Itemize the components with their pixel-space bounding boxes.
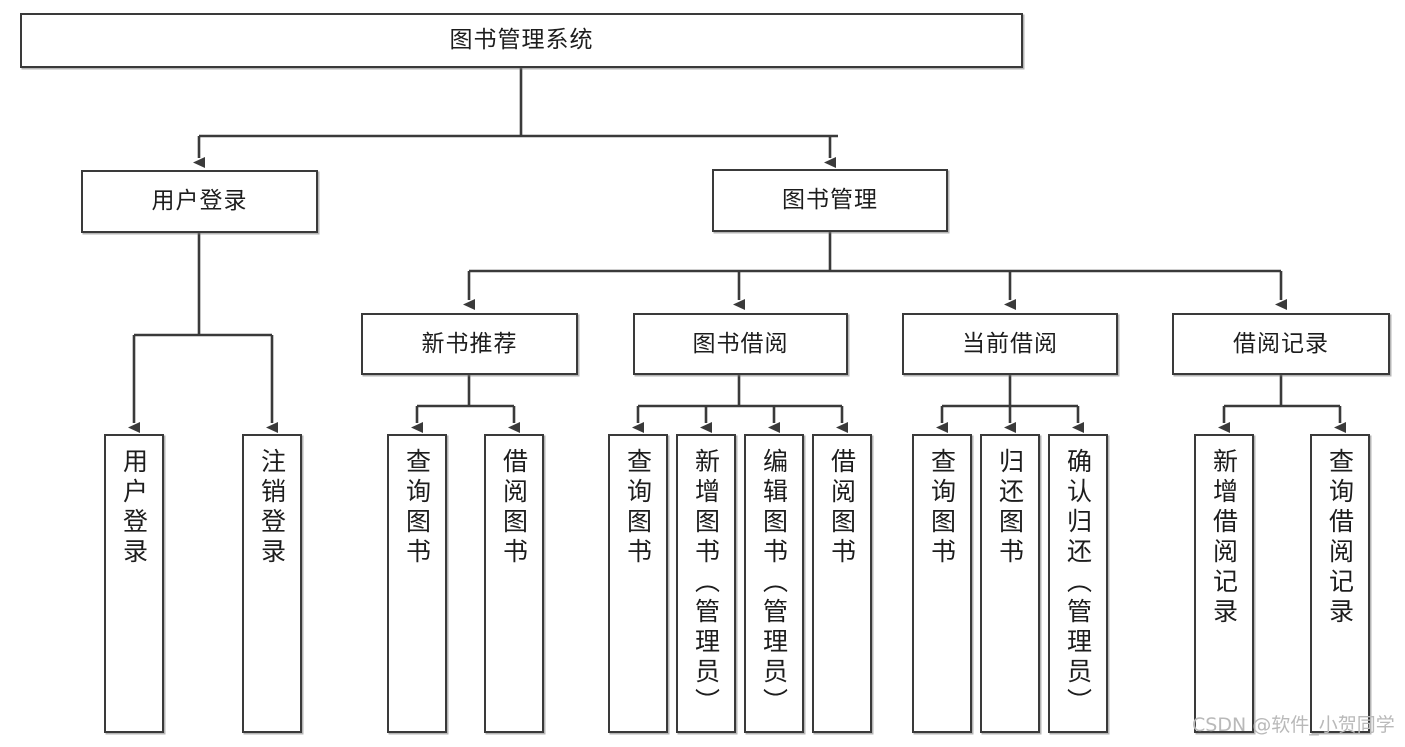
leaf-borrow-book-recommend[interactable]: 借阅图书 xyxy=(484,434,544,733)
node-label: 新增图书（管理员） xyxy=(691,448,721,718)
node-book-management[interactable]: 图书管理 xyxy=(712,169,948,232)
node-borrow-record[interactable]: 借阅记录 xyxy=(1172,313,1390,375)
node-label: 编辑图书（管理员） xyxy=(759,448,789,718)
node-label: 借阅记录 xyxy=(1233,330,1329,357)
node-label: 用户登录 xyxy=(151,188,248,215)
node-label: 注销登录 xyxy=(257,448,287,568)
node-root-system[interactable]: 图书管理系统 xyxy=(20,13,1023,68)
leaf-add-book-admin[interactable]: 新增图书（管理员） xyxy=(676,434,736,733)
node-label: 用户登录 xyxy=(119,448,149,568)
leaf-query-book-borrow[interactable]: 查询图书 xyxy=(608,434,668,733)
leaf-logout[interactable]: 注销登录 xyxy=(242,434,302,733)
node-label: 查询图书 xyxy=(927,448,957,568)
leaf-add-borrow-record[interactable]: 新增借阅记录 xyxy=(1194,434,1254,733)
leaf-query-book-current[interactable]: 查询图书 xyxy=(912,434,972,733)
node-user-login[interactable]: 用户登录 xyxy=(81,170,318,233)
node-label: 图书管理 xyxy=(782,187,878,214)
node-label: 归还图书 xyxy=(995,448,1025,568)
leaf-return-book[interactable]: 归还图书 xyxy=(980,434,1040,733)
node-label: 图书借阅 xyxy=(692,330,789,357)
node-label: 新增借阅记录 xyxy=(1209,448,1239,628)
node-label: 查询图书 xyxy=(402,448,432,568)
leaf-user-login[interactable]: 用户登录 xyxy=(104,434,164,733)
node-label: 新书推荐 xyxy=(421,330,518,357)
node-label: 当前借阅 xyxy=(962,330,1058,357)
node-current-borrow[interactable]: 当前借阅 xyxy=(902,313,1118,375)
node-book-borrow[interactable]: 图书借阅 xyxy=(633,313,848,375)
leaf-edit-book-admin[interactable]: 编辑图书（管理员） xyxy=(744,434,804,733)
node-label: 借阅图书 xyxy=(827,448,857,568)
node-label: 查询借阅记录 xyxy=(1325,448,1355,628)
leaf-borrow-book[interactable]: 借阅图书 xyxy=(812,434,872,733)
leaf-query-borrow-record[interactable]: 查询借阅记录 xyxy=(1310,434,1370,733)
node-label: 确认归还（管理员） xyxy=(1063,448,1093,718)
leaf-query-book-recommend[interactable]: 查询图书 xyxy=(387,434,447,733)
leaf-confirm-return-admin[interactable]: 确认归还（管理员） xyxy=(1048,434,1108,733)
node-label: 查询图书 xyxy=(623,448,653,568)
node-label: 借阅图书 xyxy=(499,448,529,568)
watermark-text: CSDN @软件_小贺同学 xyxy=(1192,714,1395,736)
node-label: 图书管理系统 xyxy=(449,27,594,54)
node-new-book-recommend[interactable]: 新书推荐 xyxy=(361,313,578,375)
